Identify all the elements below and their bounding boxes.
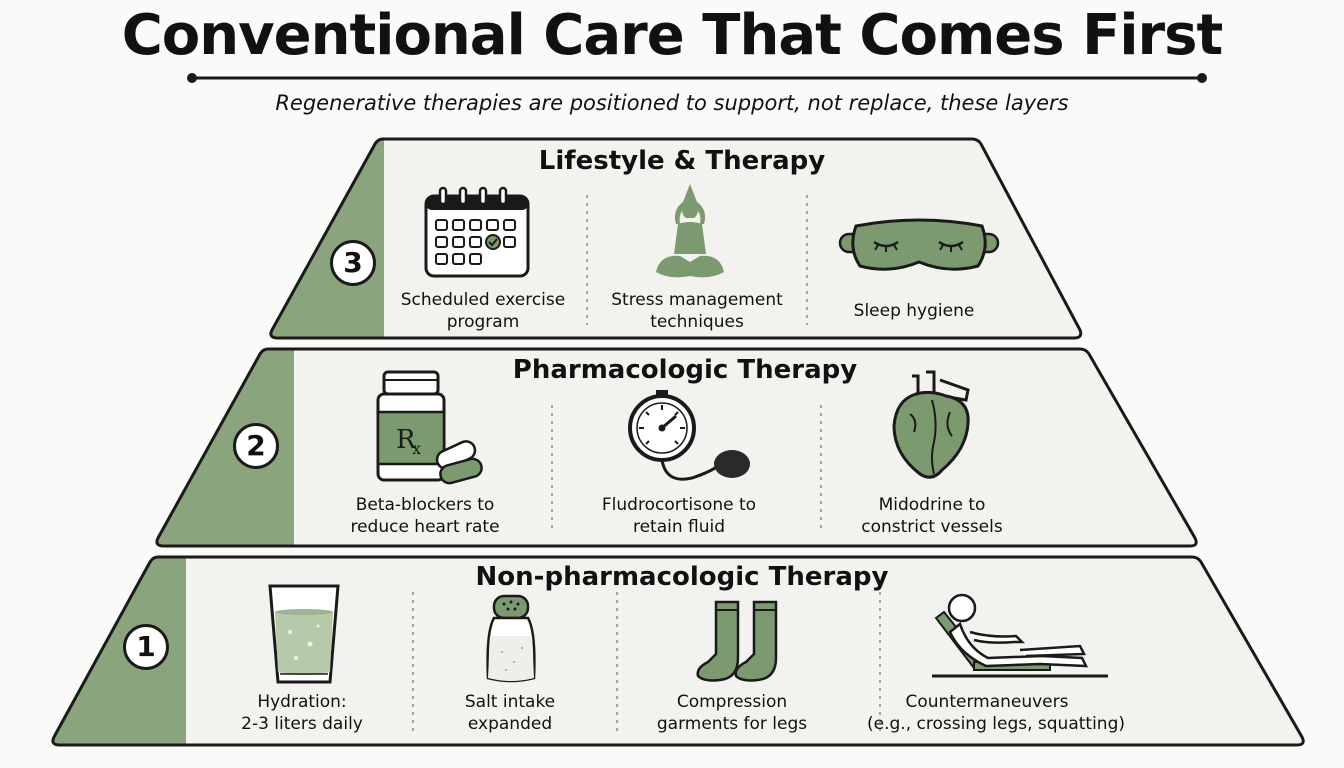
tier-3-item-3-label-line1: Sleep hygiene	[853, 301, 975, 321]
compression-socks-icon	[696, 600, 778, 682]
water-glass-icon	[268, 584, 340, 684]
tier-3-item-2-label-line2: techniques	[650, 312, 744, 332]
tier-2-item-2-label-line2: retain fluid	[632, 517, 726, 537]
page-title: Conventional Care That Comes First	[121, 3, 1224, 68]
tier-1-item-1-label-line1: Hydration:	[257, 692, 347, 712]
tier-1-item-1-label-line2: 2-3 liters daily	[241, 714, 363, 734]
svg-text:x: x	[412, 439, 421, 458]
tier-1-number-badge: 1	[123, 624, 169, 670]
tier-3-title: Lifestyle & Therapy	[538, 146, 826, 176]
tier-2-title: Pharmacologic Therapy	[512, 355, 858, 385]
subtitle: Regenerative therapies are positioned to…	[275, 91, 1069, 115]
tier-1-item-4-label-line2: (e.g., crossing legs, squatting)	[867, 714, 1125, 734]
tier-1-item-2-label-line2: expanded	[467, 714, 553, 734]
pill-bottle-icon: R x	[376, 370, 483, 485]
tier-2-item-2-label-line1: Fludrocortisone to	[601, 495, 757, 515]
tier-2-item-3-label-line1: Midodrine to	[878, 495, 986, 515]
tier-2-number-badge: 2	[233, 423, 279, 469]
tier-2-item-1-label-line2: reduce heart rate	[350, 517, 500, 537]
tier-1-item-3-label-line1: Compression	[676, 692, 788, 712]
tier-3-item-1-label-line1: Scheduled exercise	[400, 290, 566, 310]
svg-text:R: R	[396, 425, 417, 455]
heart-icon	[892, 370, 970, 479]
reclining-person-icon	[932, 593, 1108, 678]
tier-1-item-3-label-line2: garments for legs	[656, 714, 808, 734]
sleep-mask-icon	[838, 218, 1000, 271]
tier-1-title: Non-pharmacologic Therapy	[475, 562, 889, 592]
tier-1-item-2-label-line1: Salt intake	[464, 692, 556, 712]
meditation-icon	[656, 184, 724, 278]
salt-shaker-icon	[486, 594, 536, 683]
tier-3-item-1-label-line2: program	[446, 312, 520, 332]
calendar-icon	[424, 186, 530, 278]
title-divider	[187, 73, 1207, 83]
tier-1-item-4-label-line1: Countermaneuvers	[905, 692, 1069, 712]
blood-pressure-gauge-icon	[628, 390, 750, 481]
tier-2-item-3-label-line2: constrict vessels	[861, 517, 1003, 537]
tier-3-number-badge: 3	[330, 240, 376, 286]
tier-2-item-1-label-line1: Beta-blockers to	[355, 495, 495, 515]
tier-3-item-2-label-line1: Stress management	[611, 290, 783, 310]
